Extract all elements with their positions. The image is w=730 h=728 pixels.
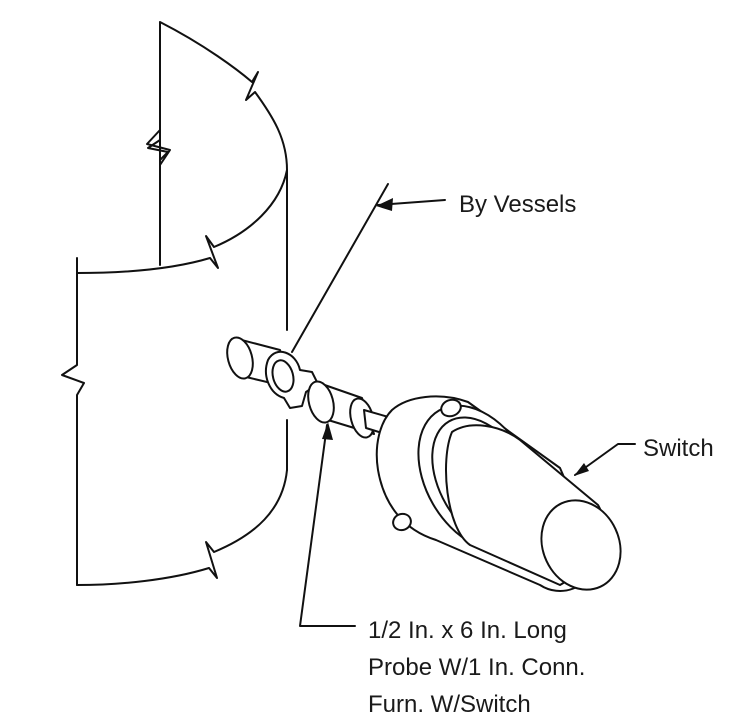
leader-probe-arrow [322, 422, 333, 440]
vessel-left-edge [61, 257, 85, 586]
leader-lines [291, 183, 636, 627]
vessel-break-upper [146, 129, 171, 166]
probe-coupling-face [271, 359, 295, 393]
vessel-upper-section [147, 21, 288, 266]
leader-switch-arrow [574, 463, 589, 476]
label-probe-line-3: Furn. W/Switch [368, 691, 531, 718]
leader-switch [574, 443, 636, 476]
probe-stub-end [226, 336, 254, 380]
probe-sleeve-start [307, 380, 335, 424]
switch-top-knob [440, 398, 462, 418]
switch-cap-face [540, 499, 622, 591]
leader-vessels-arrow [376, 198, 393, 211]
probe-assembly [226, 336, 393, 439]
switch-bottom-knob [392, 512, 412, 532]
vessel-bottom-rim [76, 469, 288, 586]
leader-probe [299, 424, 356, 627]
label-probe-line-2: Probe W/1 In. Conn. [368, 654, 585, 681]
label-switch: Switch [643, 435, 714, 462]
leader-vessels [291, 183, 446, 353]
vessel [61, 21, 288, 586]
vessel-middle-rim [76, 169, 288, 274]
label-probe-line-1: 1/2 In. x 6 In. Long [368, 617, 567, 644]
switch-housing [375, 395, 622, 592]
label-by-vessels: By Vessels [459, 191, 576, 218]
